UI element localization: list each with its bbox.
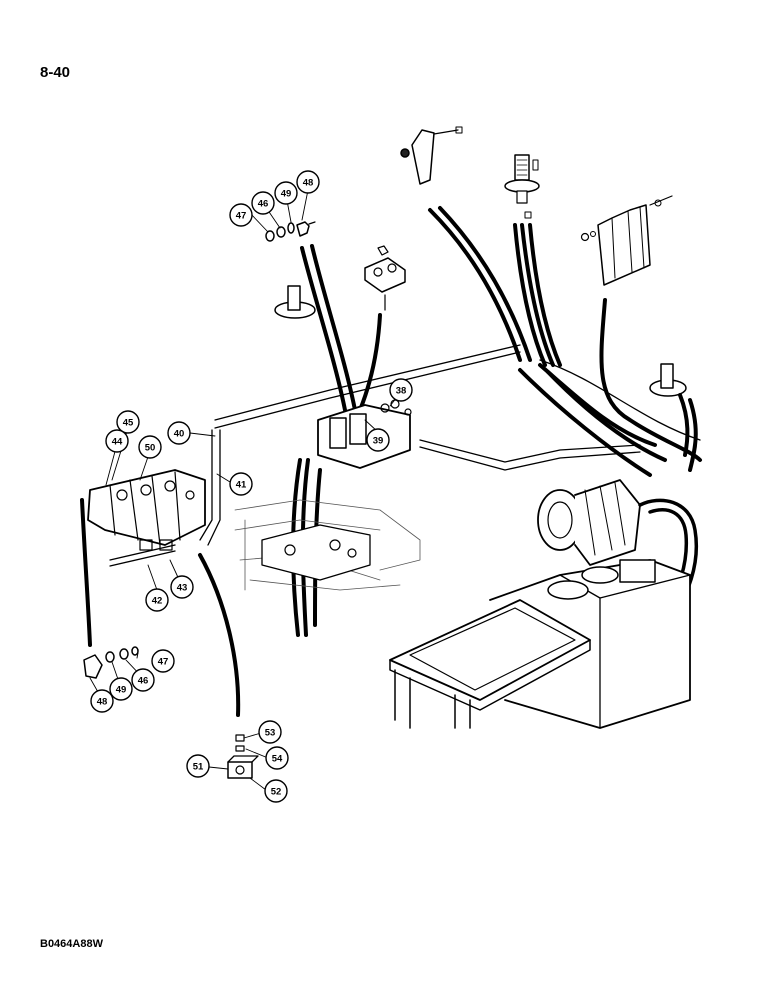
callout-47-upper: 47: [229, 203, 253, 227]
mount-cup-left: [274, 285, 316, 319]
svg-text:53: 53: [265, 728, 276, 739]
svg-text:47: 47: [236, 211, 247, 222]
filter-fitting-top: [504, 154, 540, 219]
callout-45: 45: [116, 410, 140, 434]
page-number: 8-40: [40, 64, 71, 81]
callout-53: 53: [258, 720, 282, 744]
svg-text:46: 46: [258, 199, 269, 210]
callout-48-lower: 48: [90, 689, 114, 713]
callout-50: 50: [138, 435, 162, 459]
callout-41: 41: [229, 472, 253, 496]
svg-text:42: 42: [152, 596, 163, 607]
valve-bank-left: [87, 469, 206, 551]
svg-text:51: 51: [193, 762, 204, 773]
frame-ghost: [234, 499, 421, 591]
callout-42: 42: [145, 588, 169, 612]
callout-38: 38: [389, 378, 413, 402]
svg-text:39: 39: [373, 436, 384, 447]
clamp-bracket-top: [400, 126, 463, 185]
callout-44: 44: [105, 429, 129, 453]
callout-46-upper: 46: [251, 191, 275, 215]
svg-text:44: 44: [112, 437, 123, 448]
svg-text:46: 46: [138, 676, 149, 687]
svg-text:47: 47: [158, 657, 169, 668]
svg-text:49: 49: [116, 685, 127, 696]
svg-text:38: 38: [396, 386, 407, 397]
callout-51: 51: [186, 754, 210, 778]
svg-text:43: 43: [177, 583, 188, 594]
svg-text:49: 49: [281, 189, 292, 200]
callout-40: 40: [167, 421, 191, 445]
clamp-block-center: [364, 245, 406, 311]
svg-text:40: 40: [174, 429, 185, 440]
svg-text:48: 48: [303, 178, 314, 189]
svg-text:50: 50: [145, 443, 156, 454]
callout-49-upper: 49: [274, 181, 298, 205]
lower-valve: [261, 524, 371, 581]
svg-text:54: 54: [272, 754, 283, 765]
svg-text:45: 45: [123, 418, 134, 429]
callout-52: 52: [264, 779, 288, 803]
figure-code: B0464A88W: [40, 938, 103, 950]
fitting-group-upper: [265, 221, 316, 242]
callout-bubbles: 47 46 49 48 38 39 40 45 44 50 41 42 43 4…: [90, 170, 413, 803]
callout-43: 43: [170, 575, 194, 599]
callout-46-lower: 46: [131, 668, 155, 692]
callout-47-lower: 47: [151, 649, 175, 673]
rigid-tubes: [109, 344, 701, 567]
control-valve-center: [317, 399, 412, 469]
mount-cup-right: [649, 363, 687, 397]
fitting-group-lower: [83, 646, 139, 679]
hydraulic-hoses: [80, 206, 702, 717]
callout-49-lower: 49: [109, 677, 133, 701]
svg-text:48: 48: [97, 697, 108, 708]
operator-platform: [389, 599, 591, 729]
callout-54: 54: [265, 746, 289, 770]
callout-39: 39: [366, 428, 390, 452]
manifold-block-right: [580, 195, 673, 286]
hose-clamp-bottom: [227, 734, 259, 779]
svg-text:52: 52: [271, 787, 282, 798]
callout-48-upper: 48: [296, 170, 320, 194]
svg-text:41: 41: [236, 480, 247, 491]
